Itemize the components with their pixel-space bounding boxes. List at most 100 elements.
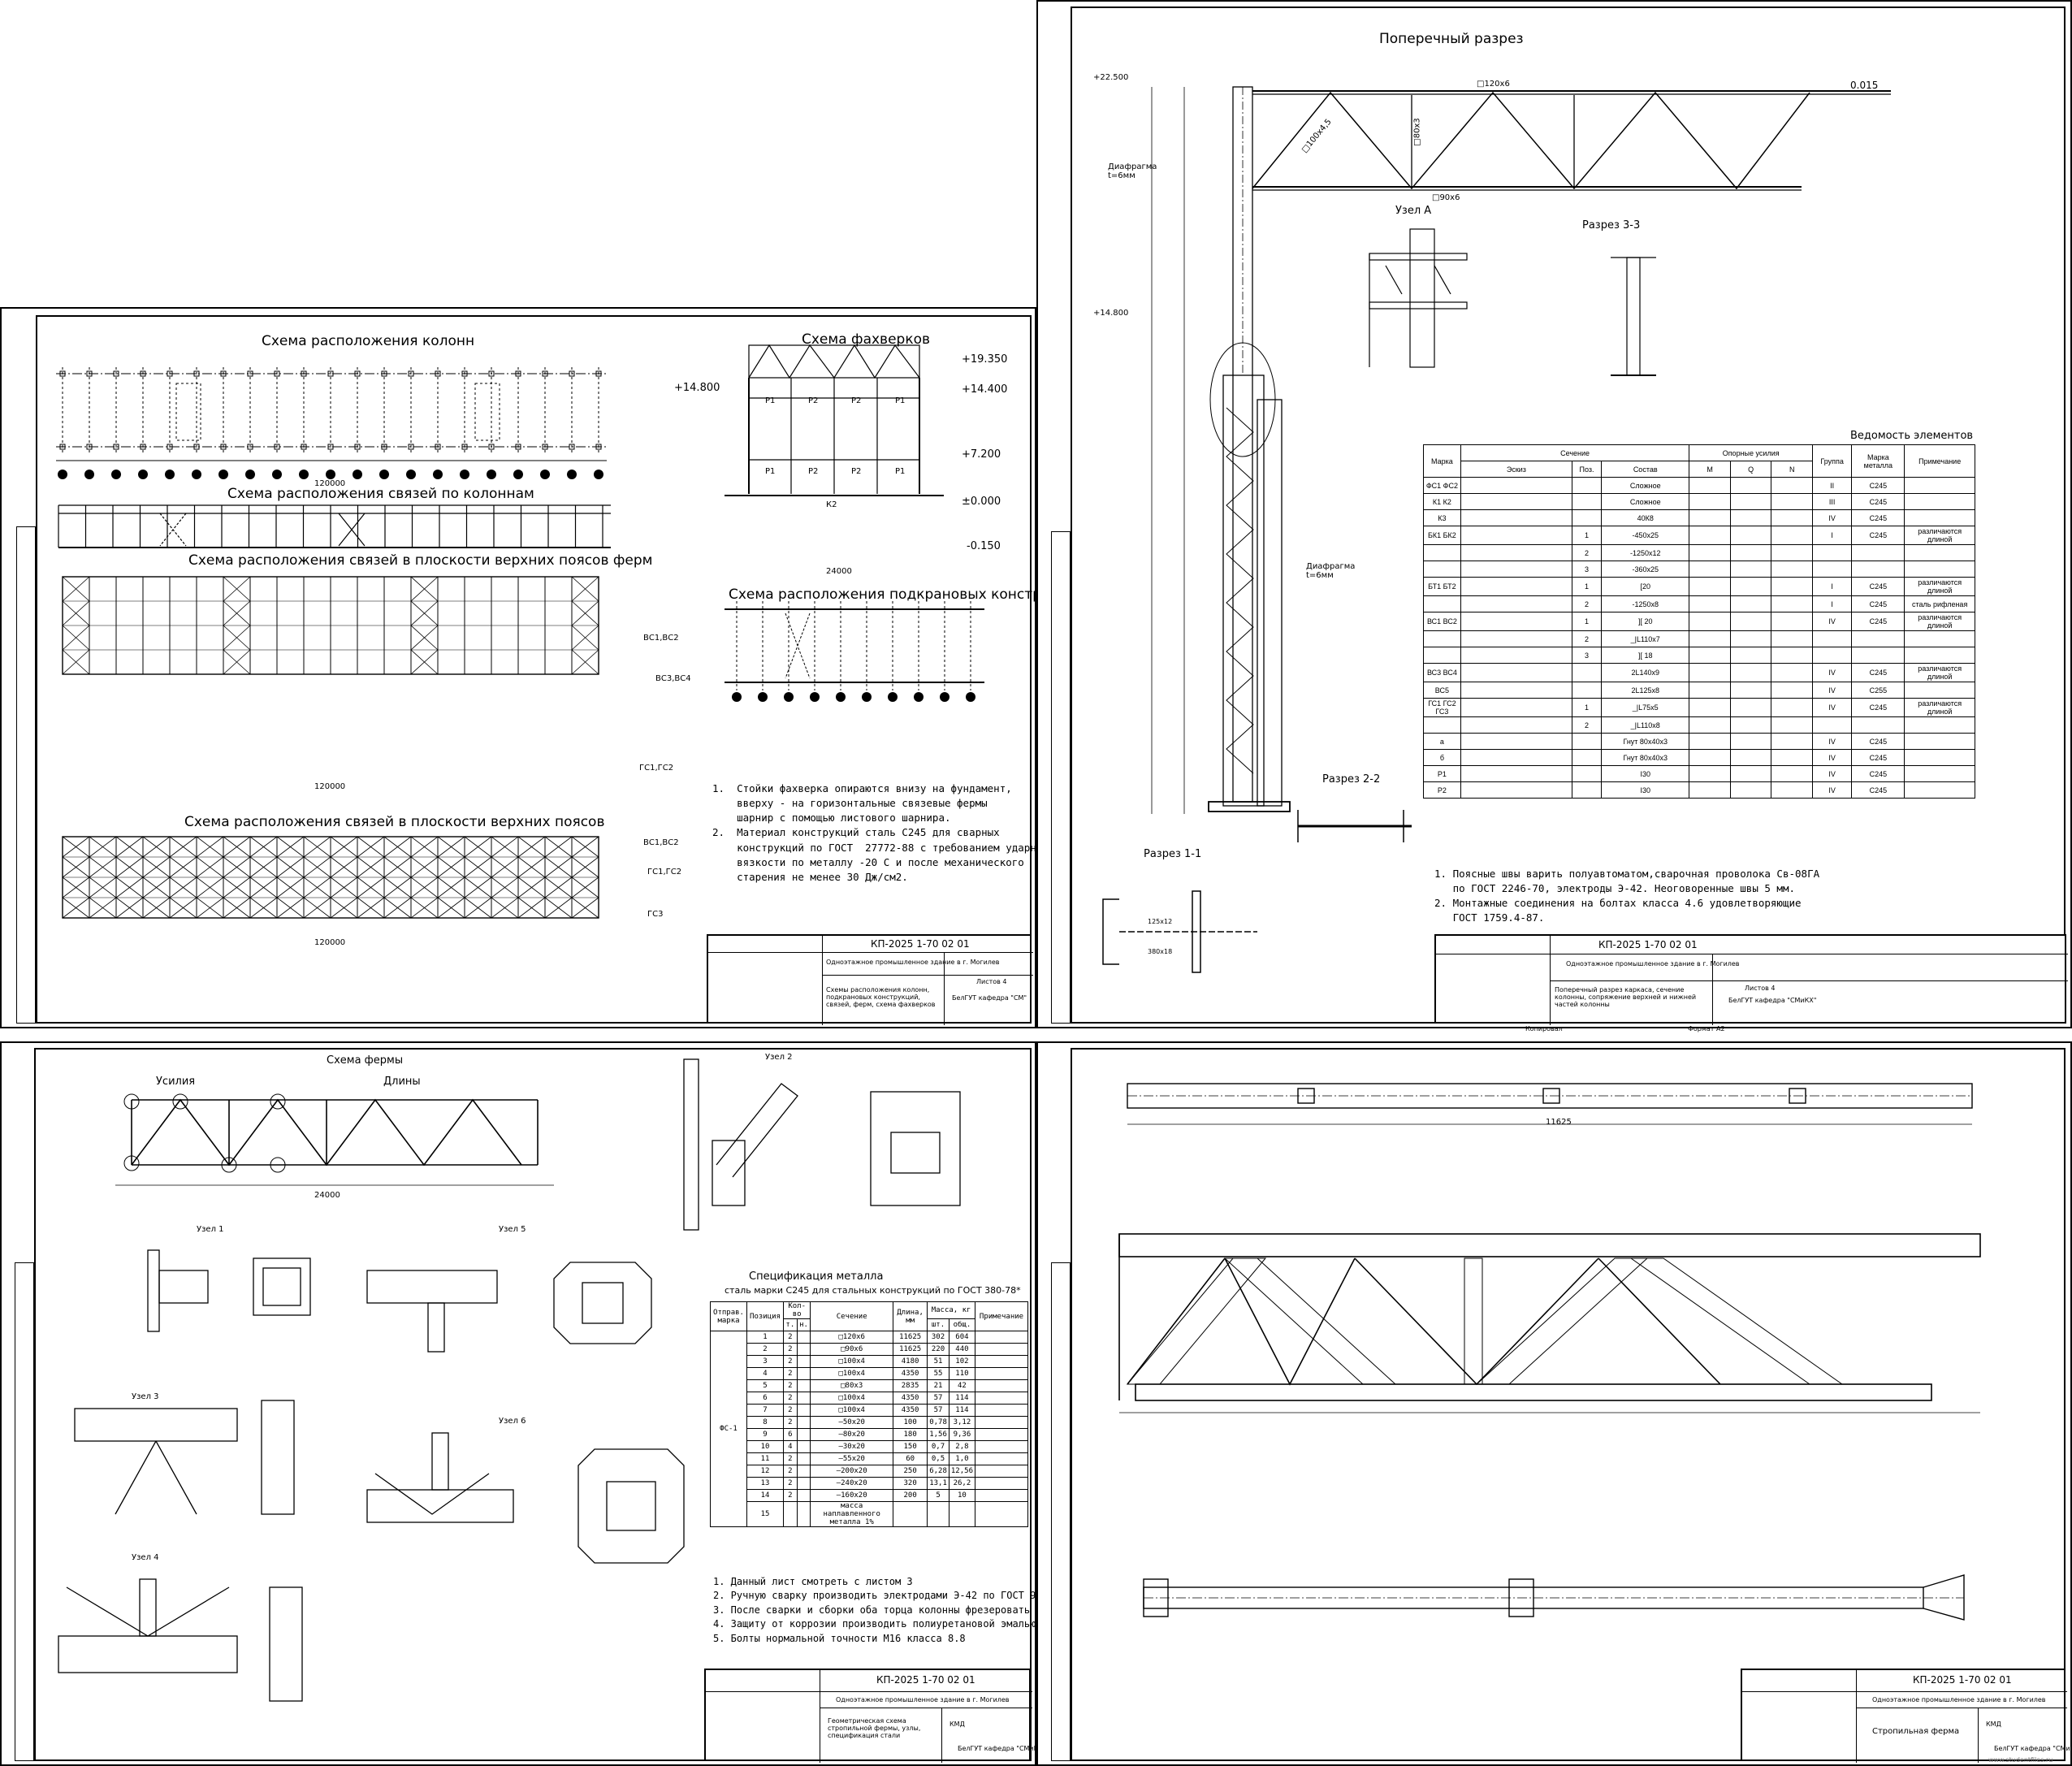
ved-cell — [1729, 477, 1772, 494]
truss-total-length: 24000 — [314, 1191, 340, 1200]
axis-marker — [245, 470, 255, 479]
node6-title: Узел 6 — [499, 1417, 526, 1426]
spec-cell: —50х20 — [810, 1416, 894, 1429]
sheet-truss-nodes: Схема фермы Усилия Длины 24000 Узел 1 Уз… — [0, 1041, 1077, 1766]
spec-cell: 4350 — [893, 1392, 928, 1405]
ved-header-q: Q — [1729, 461, 1772, 478]
lengths-label: Длины — [383, 1076, 421, 1088]
ved-cell — [1729, 577, 1772, 596]
spec-cell: 4350 — [893, 1404, 928, 1417]
spec-cell: 4180 — [893, 1355, 928, 1368]
spec-cell: 26,2 — [948, 1477, 976, 1490]
node1-drawing — [147, 1249, 311, 1332]
spec-h-length: Длина, мм — [893, 1301, 928, 1331]
ved-cell — [1851, 716, 1905, 734]
spec-cell: 11625 — [893, 1331, 928, 1344]
ved-cell: С245 — [1851, 477, 1905, 494]
spec-cell: 4350 — [893, 1367, 928, 1380]
stamp2-name: Одноэтажное промышленное здание в г. Мог… — [1566, 960, 1740, 967]
section-3-3-title: Разрез 3-3 — [1582, 219, 1641, 232]
ved-cell: С245 — [1851, 526, 1905, 545]
spec-cell: □100х4 — [810, 1392, 894, 1405]
ved-cell: ВС5 — [1423, 682, 1461, 699]
spec-cell: 42 — [948, 1379, 976, 1392]
spec-cell: 2 — [783, 1367, 798, 1380]
truss-top-chord — [1127, 1083, 1973, 1125]
spec-cell — [975, 1331, 1028, 1344]
ved-cell — [1729, 544, 1772, 561]
ved-cell — [1460, 682, 1572, 699]
ved-cell: различаются длиной — [1904, 612, 1975, 631]
spec-cell: 11 — [746, 1452, 784, 1465]
spec-cell — [975, 1404, 1028, 1417]
spec-cell — [796, 1355, 811, 1368]
ved-cell — [1689, 493, 1731, 510]
column-bracing-elevation — [58, 504, 611, 548]
ved-cell: 3 — [1571, 647, 1603, 664]
ved-cell: _|L75х5 — [1601, 698, 1690, 717]
axis-number: 11 — [327, 471, 335, 478]
ved-header-m: M — [1689, 461, 1731, 478]
level-0000: ±0.000 — [962, 496, 1001, 508]
spec-h-qty: Кол-во — [782, 1301, 811, 1319]
stamp2-org: БелГУТ кафедра "СМиКХ" — [1728, 997, 1817, 1004]
ved-cell — [1689, 765, 1731, 782]
spec-cell — [796, 1440, 811, 1453]
ved-cell: б — [1423, 749, 1461, 766]
spec-cell: 0,7 — [927, 1440, 949, 1453]
spec-subtitle: сталь марки С245 для стальных конструкци… — [725, 1285, 1021, 1296]
spec-cell: 9,36 — [948, 1428, 976, 1441]
ved-cell — [1771, 682, 1813, 699]
ved-cell: -1250х8 — [1601, 595, 1690, 612]
ved-cell — [1771, 716, 1813, 734]
spec-cell: 302 — [927, 1331, 949, 1344]
title-crane: Схема расположения подкрановых конструкц… — [729, 587, 1085, 603]
spec-cell — [796, 1428, 811, 1441]
ved-cell: IV — [1811, 612, 1853, 631]
crane-axis-number: 7 — [891, 694, 895, 701]
spec-cell — [975, 1428, 1028, 1441]
title-columns: Схема расположения колонн — [262, 333, 475, 349]
spec-cell: 440 — [948, 1343, 976, 1356]
axis-marker — [326, 470, 335, 479]
ved-cell — [1771, 526, 1813, 545]
efforts-label: Усилия — [156, 1076, 196, 1088]
ved-cell — [1423, 630, 1461, 647]
ved-cell: 40К8 — [1601, 509, 1690, 526]
ved-cell — [1689, 733, 1731, 750]
ved-cell — [1904, 544, 1975, 561]
spec-cell: 6 — [783, 1428, 798, 1441]
ved-cell — [1689, 544, 1731, 561]
side-stamp — [1051, 1262, 1071, 1761]
title-top-bracing: Схема расположения связей в плоскости ве… — [188, 552, 653, 569]
cross-section-title: Поперечный разрез — [1379, 31, 1524, 47]
spec-cell — [975, 1477, 1028, 1490]
axis-number: 3 — [115, 471, 119, 478]
ved-cell — [1460, 630, 1572, 647]
level-14800-b: +14.800 — [1093, 309, 1129, 318]
diaphragm-label-2: Диафрагма t=6мм — [1306, 562, 1356, 580]
title-block-sheet3: КП-2025 1-70 02 01 Одноэтажное промышлен… — [704, 1669, 1045, 1763]
ved-cell — [1771, 561, 1813, 578]
spec-cell — [796, 1367, 811, 1380]
node4-title: Узел 4 — [132, 1553, 159, 1562]
section-1-1-title: Разрез 1-1 — [1144, 848, 1202, 860]
axis-number: 16 — [461, 471, 469, 478]
axis-marker — [487, 470, 496, 479]
ved-cell — [1851, 630, 1905, 647]
title-block-sheet2: КП-2025 1-70 02 01 Одноэтажное промышлен… — [1434, 934, 2068, 1025]
ved-cell: _|L110х7 — [1601, 630, 1690, 647]
spec-cell: 200 — [893, 1489, 928, 1502]
axis-number: 9 — [275, 471, 279, 478]
ved-cell — [1729, 493, 1772, 510]
bracing-label-right-3: ГС1,ГС2 — [639, 764, 674, 773]
ved-cell — [1689, 682, 1731, 699]
ved-cell — [1689, 595, 1731, 612]
axis-marker — [138, 470, 148, 479]
